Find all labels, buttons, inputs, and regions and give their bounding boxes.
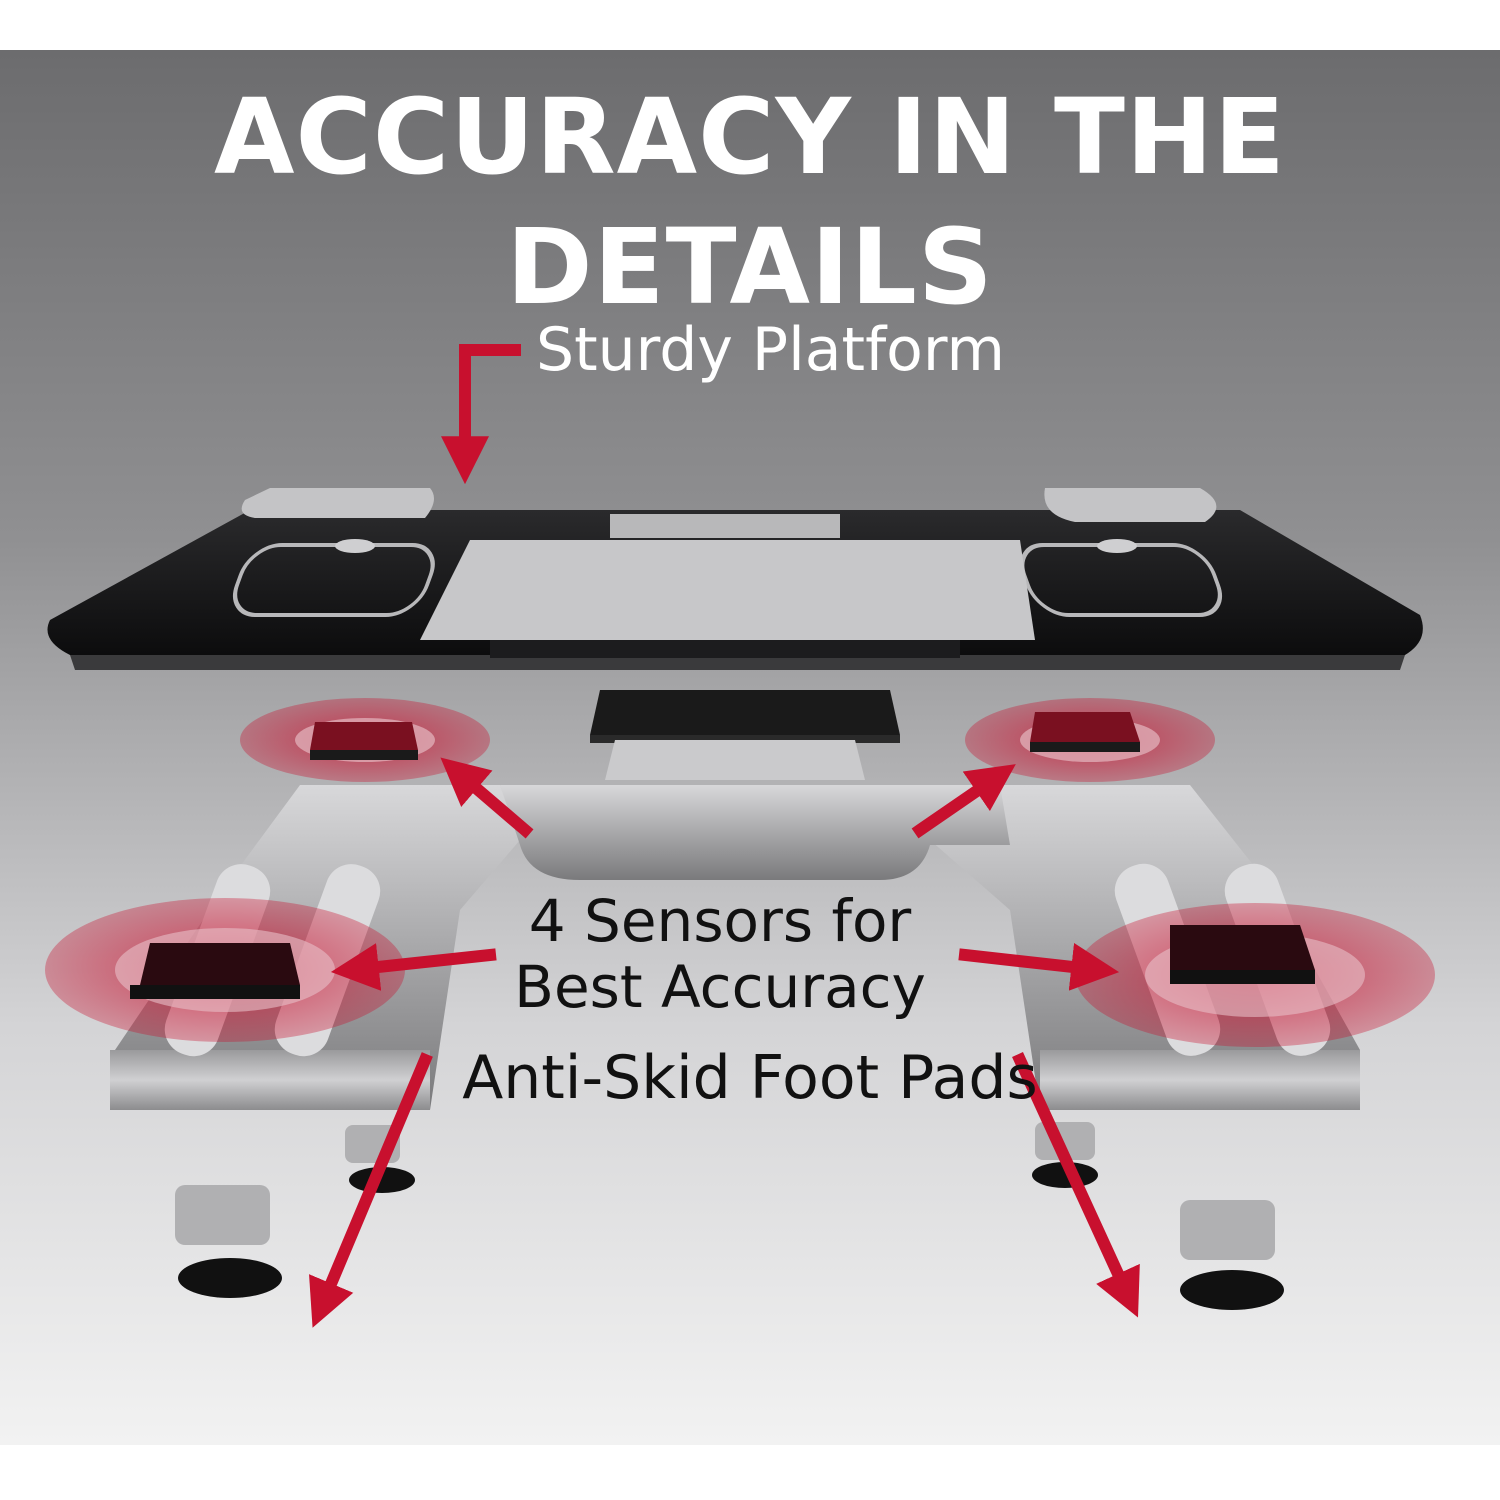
load-sensors	[130, 712, 1315, 999]
foot-pads	[175, 1122, 1284, 1310]
page-title: ACCURACY IN THE DETAILS	[214, 76, 1286, 328]
label-sensors-line2: Best Accuracy	[514, 953, 926, 1021]
sturdy-platform	[47, 488, 1423, 670]
label-foot-pads: Anti-Skid Foot Pads	[462, 1043, 1038, 1113]
callout-arrows	[309, 344, 1140, 1328]
label-sturdy-platform: Sturdy Platform	[536, 315, 1005, 385]
control-board	[590, 690, 900, 780]
label-sensors: 4 Sensors for Best Accuracy	[470, 888, 970, 1020]
label-sensors-line1: 4 Sensors for	[528, 887, 912, 955]
